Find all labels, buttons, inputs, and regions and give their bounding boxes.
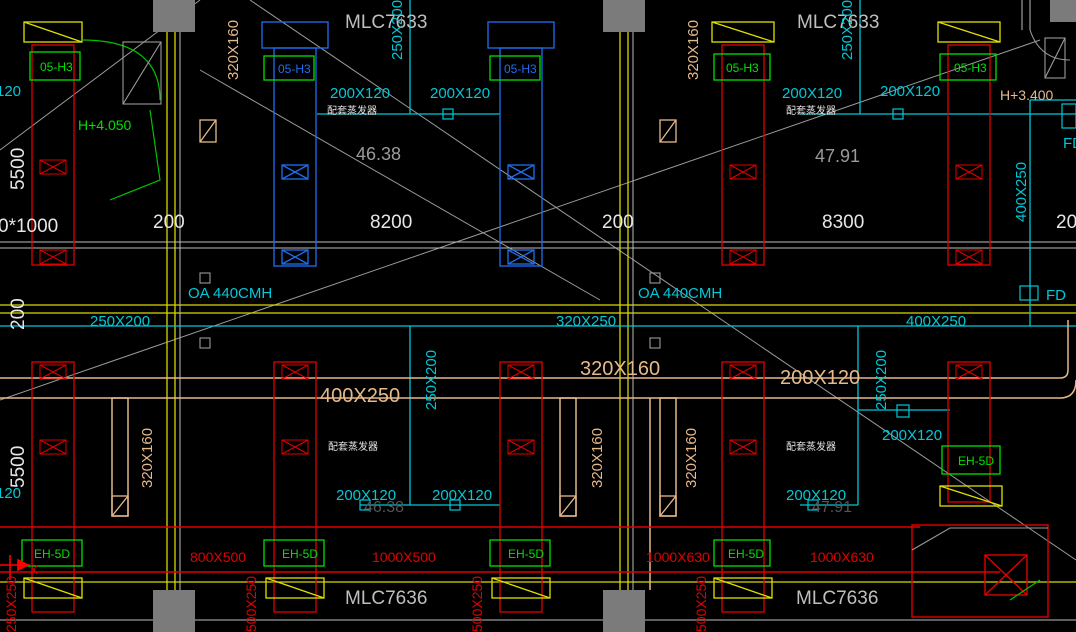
duct-label-200x120-h: 200X120	[882, 427, 942, 444]
duct-label-120-bottom: 120	[0, 485, 21, 502]
fan-tag-bottom-4: EH-5D	[728, 547, 764, 561]
room-label-bottom-right: MLC7636	[796, 588, 878, 609]
note-evaporator-4: 配套蒸发器	[786, 440, 836, 453]
sheet-diagonals	[0, 0, 1076, 561]
red-duct-labels: 800X500 1000X500 1000X630 1000X630 250X2…	[3, 549, 874, 632]
fan-tag-bottom-2: EH-5D	[282, 547, 318, 561]
room-label-top-right: MLC7633	[797, 12, 879, 33]
duct-label-320x250: 320X250	[556, 313, 616, 330]
duct-label-vertical-250x200-d: 250X200	[873, 350, 890, 410]
cyan-markers	[359, 103, 1076, 511]
duct-label-vertical-400x250: 400X250	[1013, 162, 1030, 222]
duct-label-vertical-250x200-a: 250X200	[389, 0, 406, 60]
fan-tag-bottom-5: EH-5D	[958, 454, 994, 468]
duct-label-vertical-500x250-a: 500X250	[243, 576, 259, 632]
duct-label-1000x630-b: 1000X630	[810, 549, 874, 565]
duct-label-200x120-tan: 200X120	[780, 367, 860, 389]
oa-label-right: OA 440CMH	[638, 285, 722, 302]
fan-tag-top-right-a: 05-H3	[726, 61, 759, 75]
duct-label-200x120-e: 200X120	[336, 487, 396, 504]
area-47-91-ghost: 47.91	[812, 499, 852, 516]
area-46-38: 46.38	[356, 144, 401, 164]
duct-label-800x500: 800X500	[190, 549, 246, 565]
duct-label-120-top: 120	[0, 83, 21, 100]
fan-coil-grilles-red	[39, 159, 983, 455]
duct-label-vertical-250x200-c: 250X200	[423, 350, 440, 410]
duct-label-200x120-c: 200X120	[782, 85, 842, 102]
tan-dampers	[111, 119, 677, 517]
fd-label: FD	[1046, 287, 1066, 304]
tan-ducts	[0, 320, 1076, 590]
area-46-38-ghost: 46.38	[364, 499, 404, 516]
misc-gray	[122, 29, 1071, 551]
fd-label-top-right: FD	[1063, 135, 1076, 152]
duct-label-vertical-320x160-a: 320X160	[225, 20, 242, 80]
note-evaporator-3: 配套蒸发器	[328, 440, 378, 453]
duct-label-200x120-d: 200X120	[880, 83, 940, 100]
fan-tag-bottom-1: EH-5D	[34, 547, 70, 561]
dimension-8200: 8200	[370, 212, 412, 233]
fan-tag-top-right-b: 05-H3	[954, 61, 987, 75]
fan-tag-top-mid-left: 05-H3	[278, 62, 311, 76]
duct-label-vertical-320x160-d: 320X160	[589, 428, 606, 488]
duct-label-400x250-right: 400X250	[906, 313, 966, 330]
duct-label-200x120-f: 200X120	[432, 487, 492, 504]
duct-label-vertical-320x160-c: 320X160	[139, 428, 156, 488]
duct-label-400x250-mid: 400X250	[320, 385, 400, 407]
cyan-ducts	[0, 0, 1076, 506]
fan-coil-units-red	[31, 44, 991, 613]
duct-label-vertical-320x160-b: 320X160	[685, 20, 702, 80]
duct-label-200x120-b: 200X120	[430, 85, 490, 102]
area-47-91: 47.91	[815, 146, 860, 166]
dimension-8300: 8300	[822, 212, 864, 233]
duct-label-1000x500: 1000X500	[372, 549, 436, 565]
fan-coil-units-blue	[261, 21, 555, 267]
dimension-200-right: 20	[1056, 212, 1076, 233]
fan-tag-top-left: 05-H3	[40, 60, 73, 74]
fan-tag-boxes	[21, 51, 1001, 567]
dimension-200-vertical: 200	[8, 298, 29, 330]
columns	[153, 0, 1076, 632]
dimension-200-mid: 200	[602, 212, 634, 233]
duct-label-vertical-320x160-e: 320X160	[683, 428, 700, 488]
duct-label-200x120-a: 200X120	[330, 85, 390, 102]
area-labels: 46.38 47.91 46.38 47.91	[356, 144, 860, 516]
duct-label-200x120-g: 200X120	[786, 487, 846, 504]
duct-label-vertical-500x250-b: 500X250	[469, 576, 485, 632]
note-evaporator-2: 配套蒸发器	[786, 104, 836, 117]
fan-tag-top-mid-right: 05-H3	[504, 62, 537, 76]
elevation-left: H+4.050	[78, 117, 132, 133]
fan-tag-bottom-3: EH-5D	[508, 547, 544, 561]
duct-label-vertical-250x200-b: 250X200	[839, 0, 856, 60]
dimension-5500-bottom: 5500	[8, 446, 29, 488]
chinese-notes: 配套蒸发器 配套蒸发器 配套蒸发器 配套蒸发器	[327, 104, 836, 453]
dimension-1000-left: 0*1000	[0, 216, 58, 237]
misc-labels: H+3.400	[1000, 87, 1054, 103]
dimension-5500-top: 5500	[8, 148, 29, 190]
duct-label-vertical-500x250-c: 500X250	[693, 576, 709, 632]
axis-marker	[0, 555, 30, 580]
room-labels: MLC7633 MLC7633 MLC7636 MLC7636	[345, 12, 879, 609]
tan-duct-labels: 400X250 320X160 200X120 320X160 320X160 …	[139, 20, 860, 488]
room-label-bottom-left: MLC7636	[345, 588, 427, 609]
note-evaporator-1: 配套蒸发器	[327, 104, 377, 117]
cyan-duct-labels: 250X200 320X250 400X250 OA 440CMH OA 440…	[0, 0, 1076, 504]
dimension-labels: 8200 8300 200 200 20 0*1000 5500 5500 20…	[0, 148, 1076, 488]
room-label-top-left: MLC7633	[345, 12, 427, 33]
green-leaders	[81, 39, 1041, 601]
elevation-right: H+3.400	[1000, 87, 1054, 103]
duct-label-320x160: 320X160	[580, 358, 660, 380]
oa-label-left: OA 440CMH	[188, 285, 272, 302]
duct-label-250x200: 250X200	[90, 313, 150, 330]
fan-tag-labels: 05-H3 05-H3 05-H3 05-H3 05-H3 EH-5D EH-5…	[34, 60, 994, 561]
coil-boxes-yellow	[23, 21, 1003, 599]
duct-label-1000x630-a: 1000X630	[646, 549, 710, 565]
axis-label-x: X	[30, 563, 38, 577]
dimension-200-left: 200	[153, 212, 185, 233]
duct-label-vertical-250x250: 250X250	[3, 576, 19, 632]
